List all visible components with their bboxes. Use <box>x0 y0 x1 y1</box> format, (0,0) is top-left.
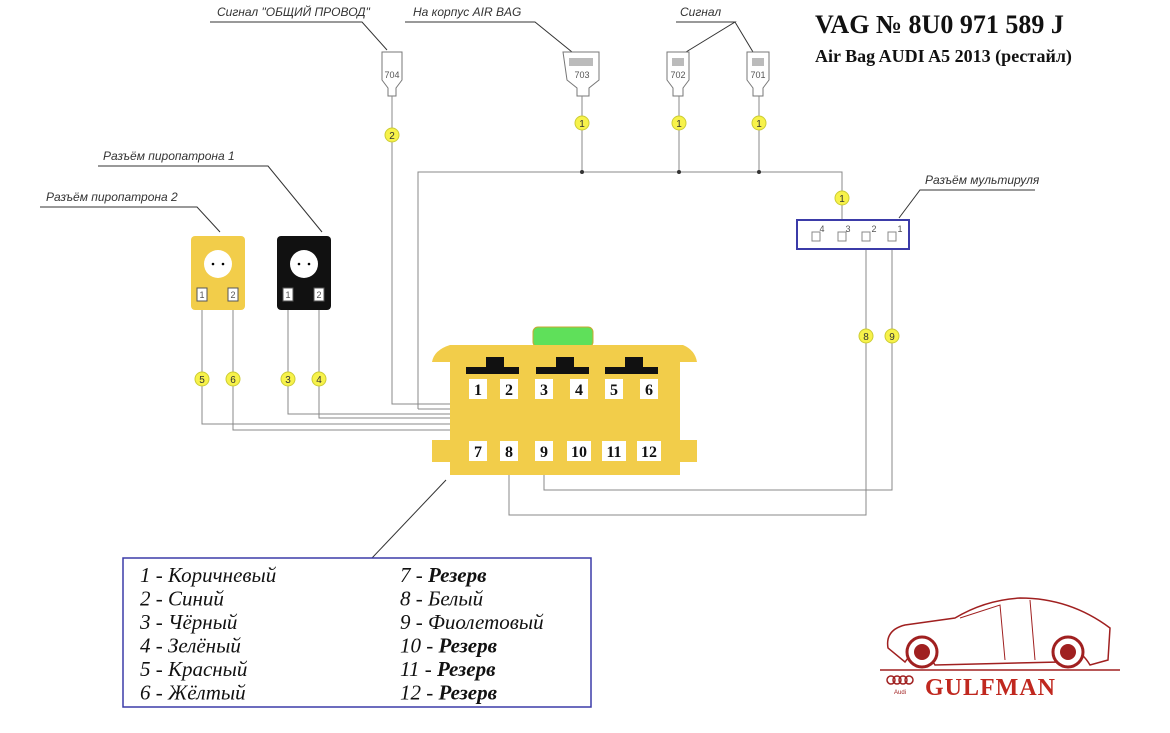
svg-text:1: 1 <box>285 290 290 300</box>
svg-text:6: 6 <box>230 375 236 386</box>
wire-markers: 2 1 1 1 1 5 6 3 4 8 9 <box>194 115 900 387</box>
pin-number: 12 <box>641 444 657 461</box>
svg-text:1: 1 <box>199 290 204 300</box>
legend-item: 3 - Чёрный <box>139 610 238 634</box>
airbag-body-label: На корпус AIR BAG <box>413 5 521 19</box>
pin-cell <box>500 379 518 399</box>
wire-marker: 4 <box>311 371 327 387</box>
svg-text:1: 1 <box>756 119 762 130</box>
wire-marker: 1 <box>834 190 850 206</box>
ring-connector-701: 701 <box>746 51 770 97</box>
ring-connector-704: 704 <box>381 51 403 97</box>
wire-marker: 2 <box>384 127 400 143</box>
ring-connector-702: 702 <box>666 51 690 97</box>
connector-code: 704 <box>384 70 399 80</box>
pin-cell <box>640 379 658 399</box>
pin-cell <box>469 441 487 461</box>
wire-marker: 3 <box>280 371 296 387</box>
svg-text:1: 1 <box>579 119 585 130</box>
legend-item: 2 - Синий <box>140 587 224 611</box>
pin-cell <box>567 441 591 461</box>
diagram-title: VAG № 8U0 971 589 J <box>815 10 1064 39</box>
svg-text:5: 5 <box>199 375 205 386</box>
gulfman-logo: Audi GulfMan <box>880 597 1120 701</box>
wire-marker: 9 <box>884 328 900 344</box>
pin-cell <box>500 441 518 461</box>
pin-number: 11 <box>606 444 621 461</box>
svg-text:GulfMan: GulfMan <box>925 675 1056 701</box>
pin-number: 9 <box>540 444 548 461</box>
legend-item: 8 - Белый <box>400 587 484 611</box>
svg-text:2: 2 <box>230 290 235 300</box>
label-ground-signal: Сигнал "ОБЩИЙ ПРОВОД" <box>210 3 388 51</box>
multifunction-connector: Разъём мультируля 4 3 2 1 <box>796 173 1040 250</box>
svg-text:2: 2 <box>316 290 321 300</box>
pin-number: 10 <box>571 444 587 461</box>
pin-number: 4 <box>575 382 583 399</box>
pin-number: 1 <box>474 382 482 399</box>
pin-cell <box>535 441 553 461</box>
pin-cell <box>469 379 487 399</box>
pin-number: 5 <box>610 382 618 399</box>
legend-item: 10 - Резерв <box>400 634 498 658</box>
squib2-label: Разъём пиропатрона 2 <box>46 190 178 204</box>
wire-marker: 1 <box>671 115 687 131</box>
svg-text:2: 2 <box>871 224 876 234</box>
svg-text:3: 3 <box>285 375 291 386</box>
pin-number: 2 <box>505 382 513 399</box>
svg-text:1: 1 <box>839 194 845 205</box>
pin-cell <box>637 441 661 461</box>
pin-cell <box>605 379 623 399</box>
wire-marker: 1 <box>751 115 767 131</box>
svg-text:1: 1 <box>897 224 902 234</box>
svg-text:2: 2 <box>389 131 395 142</box>
pin-cell <box>570 379 588 399</box>
ring-connector-703: 703 <box>562 51 600 97</box>
svg-text:8: 8 <box>863 332 869 343</box>
wire-marker: 1 <box>574 115 590 131</box>
multifunction-label: Разъём мультируля <box>925 173 1040 187</box>
label-airbag-body: На корпус AIR BAG <box>405 5 573 53</box>
wire-marker: 6 <box>225 371 241 387</box>
svg-text:1: 1 <box>676 119 682 130</box>
legend-item: 1 - Коричневый <box>140 563 277 587</box>
squib1-label: Разъём пиропатрона 1 <box>103 149 235 163</box>
squib-connector-2: Разъём пиропатрона 2 1 2 <box>40 190 245 310</box>
signal-label: Сигнал <box>680 5 721 19</box>
svg-text:3: 3 <box>845 224 850 234</box>
pin-number: 3 <box>540 382 548 399</box>
legend-item: 9 - Фиолетовый <box>400 610 544 634</box>
connector-code: 703 <box>574 70 589 80</box>
wire-marker: 5 <box>194 371 210 387</box>
pin-cell <box>602 441 626 461</box>
legend-item: 11 - Резерв <box>400 657 496 681</box>
legend-item: 4 - Зелёный <box>140 634 241 658</box>
pin-number: 8 <box>505 444 513 461</box>
wire-marker: 8 <box>858 328 874 344</box>
svg-text:9: 9 <box>889 332 895 343</box>
pin-number: 7 <box>474 444 482 461</box>
legend-item: 12 - Резерв <box>400 681 498 705</box>
connector-code: 701 <box>750 70 765 80</box>
legend-item: 7 - Резерв <box>400 563 487 587</box>
diagram-subtitle: Air Bag AUDI A5 2013 (рестайл) <box>815 46 1072 67</box>
svg-text:Audi: Audi <box>894 690 906 696</box>
squib-connector-1: Разъём пиропатрона 1 1 2 <box>98 149 331 310</box>
svg-text:4: 4 <box>316 375 322 386</box>
pin-cell <box>535 379 553 399</box>
ground-signal-label: Сигнал "ОБЩИЙ ПРОВОД" <box>217 3 371 19</box>
label-signal: Сигнал <box>676 5 754 53</box>
pin-number: 6 <box>645 382 653 399</box>
legend-item: 6 - Жёлтый <box>140 681 246 705</box>
svg-text:4: 4 <box>819 224 824 234</box>
connector-code: 702 <box>670 70 685 80</box>
legend-item: 5 - Красный <box>140 657 248 681</box>
